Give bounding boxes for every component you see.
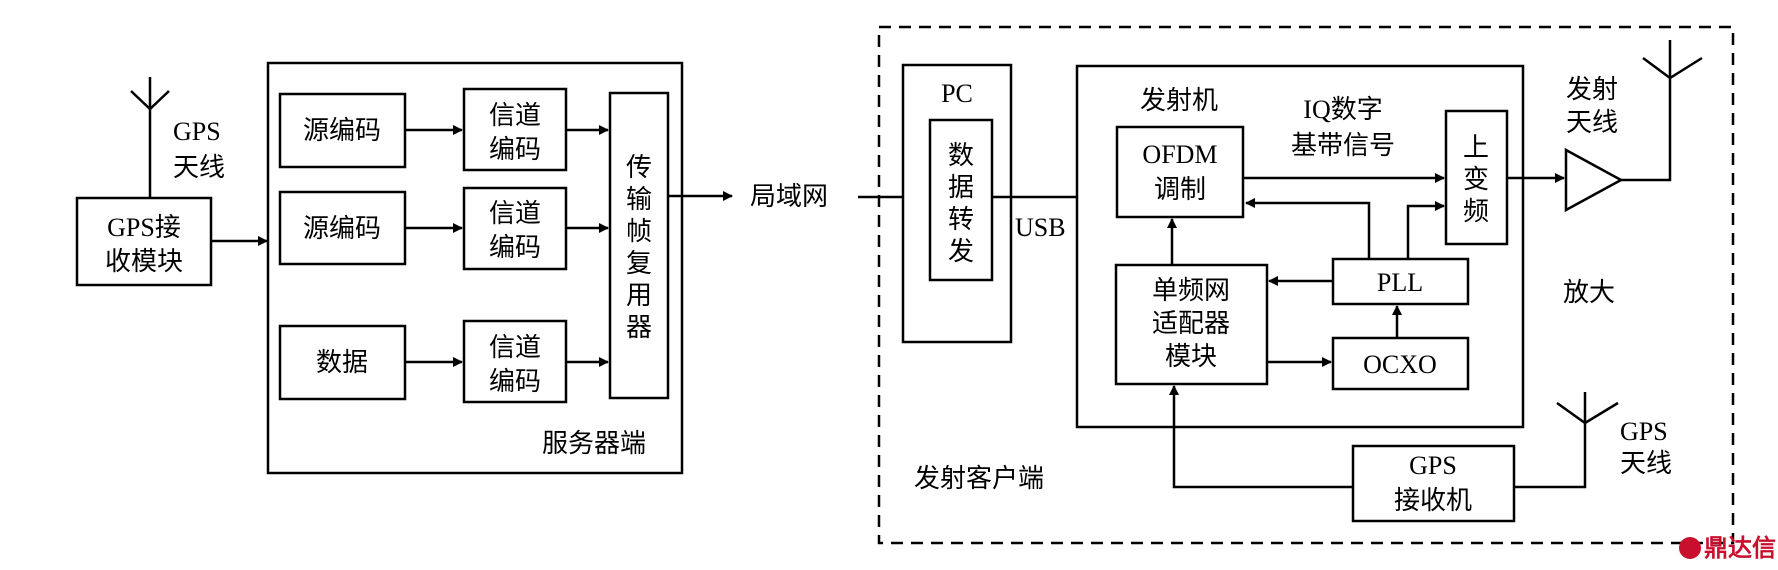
tx-antenna-label-2: 天线 <box>1566 108 1618 137</box>
arrow-pll-to-ofdm <box>1245 198 1371 259</box>
source-coding-1-label: 源编码 <box>303 116 381 145</box>
tx-antenna-label-1: 发射 <box>1566 75 1618 104</box>
data-forward-char: 据 <box>948 173 974 202</box>
mux-label: 传 输 帧 复 用 器 <box>626 153 652 342</box>
transmitter-label: 发射机 <box>1140 86 1218 115</box>
gps-antenna-right-label-2: 天线 <box>1620 449 1672 478</box>
gps-receiver-label-2: 接收机 <box>1394 486 1472 515</box>
gps-receiver-box <box>1351 444 1516 523</box>
mux-char: 器 <box>626 313 652 342</box>
ofdm-label-1: OFDM <box>1142 140 1217 169</box>
server-title: 服务器端 <box>542 429 646 458</box>
data-forward-box <box>928 118 994 282</box>
arrow-pll-to-upconverter <box>1406 201 1445 259</box>
pc-label: PC <box>941 79 973 108</box>
channel-coding-3: 信道 编码 <box>462 319 568 404</box>
data-label: 数据 <box>316 348 368 377</box>
channel-coding-1: 信道 编码 <box>462 87 568 172</box>
gps-antenna-label-1: GPS <box>173 117 221 146</box>
gps-module-label-2: 收模块 <box>105 247 183 276</box>
arrow-gps-to-sfn <box>1169 385 1353 489</box>
lan-label: 局域网 <box>750 182 828 211</box>
sfn-label-2: 适配器 <box>1152 309 1230 338</box>
mux-char: 用 <box>626 281 652 310</box>
watermark-text: 鼎达信 <box>1704 534 1776 562</box>
data-forward-label: 数 据 转 发 <box>948 141 974 266</box>
mux-char: 传 <box>626 153 652 182</box>
sfn-label-3: 模块 <box>1165 342 1217 371</box>
mux-char: 帧 <box>626 217 652 246</box>
gps-antenna-label-2: 天线 <box>173 153 225 182</box>
client-title: 发射客户端 <box>914 464 1044 493</box>
sfn-label-1: 单频网 <box>1152 276 1230 305</box>
upconverter-char: 上 <box>1463 133 1489 162</box>
channel-coding-1-label-2: 编码 <box>489 135 541 164</box>
ocxo-label: OCXO <box>1363 350 1437 379</box>
ofdm-label-2: 调制 <box>1154 175 1206 204</box>
pll-box <box>1331 257 1470 306</box>
tx-antenna-icon <box>1621 40 1703 182</box>
iq-label-1: IQ数字 <box>1303 95 1382 124</box>
gps-antenna-right-label-1: GPS <box>1620 417 1668 446</box>
source-coding-2-label: 源编码 <box>303 214 381 243</box>
watermark-logo: 鼎达信 <box>1679 534 1776 562</box>
iq-label-2: 基带信号 <box>1291 131 1395 160</box>
gps-module-label-1: GPS接 <box>107 213 181 242</box>
gps-receiver-label-1: GPS <box>1409 451 1457 480</box>
upconverter-char: 变 <box>1463 165 1489 194</box>
data-forward-char: 转 <box>948 205 974 234</box>
channel-coding-3-label-1: 信道 <box>489 333 541 362</box>
amplifier-label: 放大 <box>1563 278 1615 307</box>
mux-char: 输 <box>626 185 652 214</box>
channel-coding-2-label-2: 编码 <box>489 233 541 262</box>
gps-antenna-right-icon <box>1514 392 1619 489</box>
data-forward-char: 数 <box>948 141 974 170</box>
data-forward-char: 发 <box>948 237 974 266</box>
pll-label: PLL <box>1377 268 1423 297</box>
channel-coding-2: 信道 编码 <box>462 186 568 271</box>
amplifier-triangle-icon <box>1564 147 1624 213</box>
gps-antenna-icon <box>130 77 170 198</box>
transmit-client-boundary <box>877 25 1735 545</box>
ofdm-modulation-box <box>1115 125 1245 219</box>
channel-coding-3-label-2: 编码 <box>489 367 541 396</box>
source-coding-2 <box>278 190 407 266</box>
channel-coding-1-label-1: 信道 <box>489 101 541 130</box>
source-coding-1 <box>278 92 407 169</box>
upconverter-char: 频 <box>1463 197 1489 226</box>
transport-frame-mux <box>608 91 670 400</box>
sfn-adapter-box <box>1114 263 1269 386</box>
mux-char: 复 <box>626 249 652 278</box>
ocxo-box <box>1331 336 1470 391</box>
channel-coding-2-label-1: 信道 <box>489 199 541 228</box>
usb-label: USB <box>1015 213 1066 242</box>
